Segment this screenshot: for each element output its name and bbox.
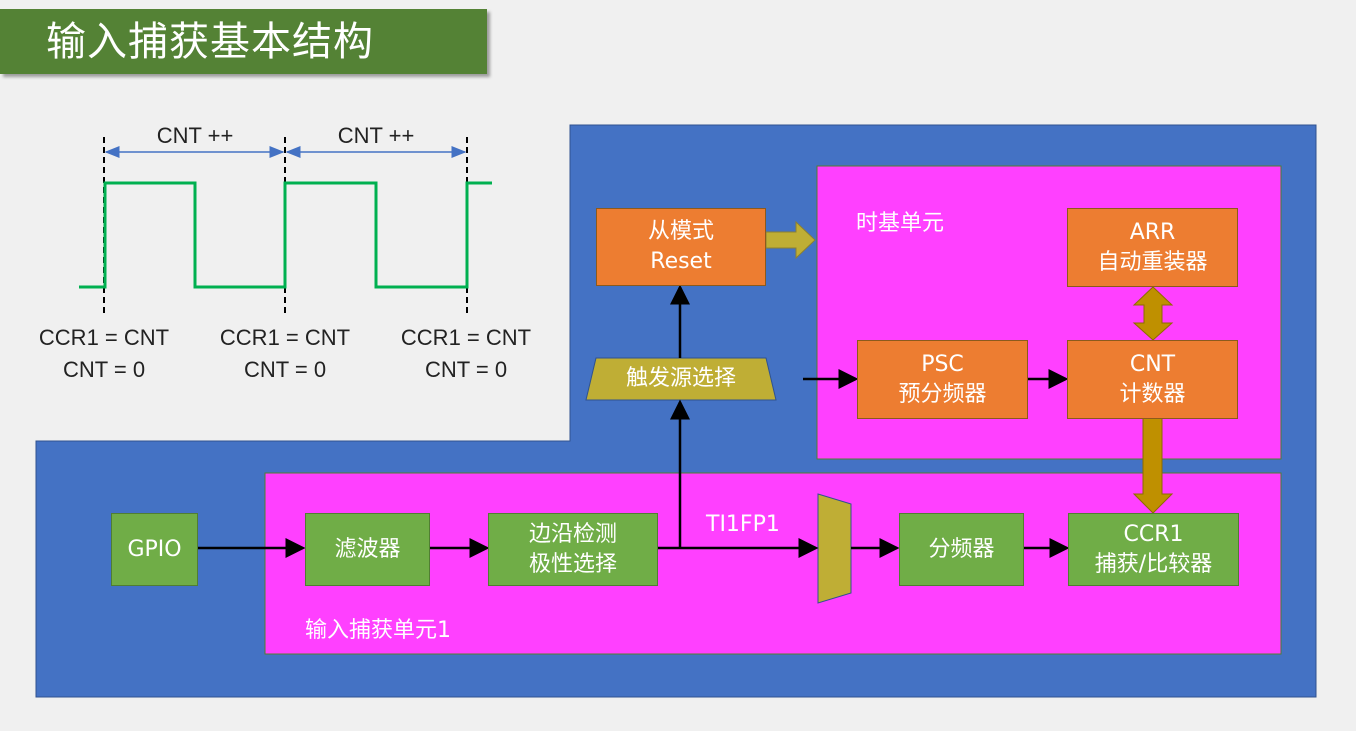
- slave-to-timebase-arrow: [765, 220, 816, 260]
- edge-annotation-3: CCR1 = CNT CNT = 0: [400, 325, 532, 382]
- input-capture-unit-label: 输入捕获单元1: [305, 618, 451, 643]
- time-base-label: 时基单元: [856, 211, 945, 236]
- title-banner: 输入捕获基本结构: [0, 9, 487, 74]
- edge-annotation-1: CCR1 = CNT CNT = 0: [38, 325, 170, 382]
- trigger-select-label: 触发源选择: [625, 366, 736, 391]
- ti1fp1-signal-label: TI1FP1: [706, 512, 780, 537]
- ccr1-capture-compare-box[interactable]: CCR1 捕获/比较器: [1068, 513, 1239, 586]
- cnt-to-ccr1-arrow: [1132, 417, 1174, 514]
- waveform-diagram: [79, 137, 492, 317]
- interval-label-2: CNT ++: [337, 123, 415, 148]
- square-wave: [79, 181, 492, 289]
- edge-annotation-2: CCR1 = CNT CNT = 0: [219, 325, 351, 382]
- input-mux: [817, 493, 852, 604]
- arr-auto-reload-box[interactable]: ARR 自动重装器: [1067, 208, 1238, 287]
- cnt-counter-box[interactable]: CNT 计数器: [1067, 340, 1238, 419]
- trigger-select-mux: [585, 357, 777, 401]
- psc-prescaler-box[interactable]: PSC 预分频器: [857, 340, 1028, 419]
- slave-mode-box[interactable]: 从模式 Reset: [596, 208, 766, 286]
- edge-detect-box[interactable]: 边沿检测 极性选择: [488, 513, 658, 586]
- filter-box[interactable]: 滤波器: [305, 513, 430, 586]
- interval-label-1: CNT ++: [156, 123, 234, 148]
- gpio-box[interactable]: GPIO: [111, 513, 198, 586]
- input-prescaler-box[interactable]: 分频器: [899, 513, 1024, 586]
- page-title: 输入捕获基本结构: [46, 19, 374, 65]
